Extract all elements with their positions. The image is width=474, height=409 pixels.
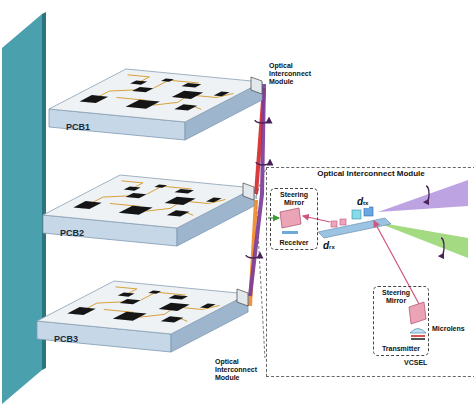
chip	[113, 312, 147, 321]
part-label: Microlens	[431, 325, 466, 333]
polarization-swirl	[256, 162, 270, 165]
module-label: Optical Interconnect Module	[268, 62, 320, 86]
chip	[67, 307, 95, 315]
spacing-label: dtx	[356, 196, 369, 208]
board-parts	[75, 75, 247, 114]
polarization-swirl	[246, 255, 260, 258]
board-top	[37, 281, 248, 334]
pink-cube	[340, 219, 346, 225]
transmitter-box: Steering MirrorTransmitter	[373, 286, 429, 356]
chip	[174, 104, 197, 110]
board-parts	[63, 287, 233, 326]
module-inset: Optical Interconnect ModuleSteering Mirr…	[266, 167, 474, 377]
chip	[132, 87, 153, 92]
interconnect-module	[251, 77, 262, 94]
board-trace	[190, 197, 226, 204]
receiver-box: Steering MirrorReceiver	[270, 188, 318, 250]
polarization-swirl	[426, 186, 429, 202]
chip	[159, 303, 190, 311]
purple-beam	[378, 180, 468, 212]
pcb-board: PCB3	[34, 276, 250, 354]
interconnect-module	[243, 183, 254, 200]
board-top	[49, 69, 262, 122]
module-label: Optical Interconnect Module	[214, 358, 266, 382]
chip	[172, 91, 203, 99]
chip	[167, 210, 190, 216]
block-label: Transmitter	[382, 345, 420, 353]
chip	[182, 83, 202, 88]
chip	[165, 197, 196, 205]
chip	[126, 193, 147, 198]
blue-cube	[364, 207, 373, 216]
chip	[168, 295, 188, 300]
polarization-swirl	[441, 238, 444, 256]
part-label: Steering Mirror	[274, 191, 314, 206]
emitted-ray	[374, 221, 419, 304]
chip	[161, 316, 184, 322]
board-top	[43, 175, 254, 228]
transmitter-mirror	[409, 302, 426, 324]
chip	[214, 91, 230, 96]
pcb-board: PCB2	[40, 170, 256, 248]
spacing-label: drx	[322, 240, 336, 252]
chip	[200, 303, 216, 308]
chip	[73, 201, 101, 209]
board-label: PCB2	[60, 229, 84, 238]
block-label: Receiver	[279, 239, 308, 247]
chip	[161, 78, 174, 81]
reflected-ray	[303, 216, 330, 222]
chip	[118, 292, 135, 296]
interconnect-module	[237, 289, 248, 306]
green-beam	[376, 222, 468, 258]
chip	[148, 290, 161, 293]
photodetector	[282, 231, 298, 234]
vcsel-base	[411, 338, 425, 340]
chip	[119, 206, 153, 215]
chip	[124, 186, 141, 190]
pink-cube	[331, 221, 337, 227]
chip	[120, 299, 141, 304]
chip	[154, 184, 167, 187]
part-label: Steering Mirror	[376, 289, 416, 304]
vcsel-die	[411, 335, 425, 337]
microlens	[410, 329, 426, 334]
optical-bench	[318, 218, 391, 238]
cyan-cube	[352, 210, 361, 219]
inset-title: Optical Interconnect Module	[267, 170, 474, 179]
chip	[126, 100, 160, 109]
receiver-mirror	[280, 208, 301, 228]
chip	[130, 80, 147, 84]
board-label: PCB3	[54, 335, 78, 344]
chip	[206, 197, 222, 202]
pcb-board: PCB1	[46, 64, 264, 142]
board-parts	[69, 181, 239, 220]
inset-ground	[266, 167, 470, 377]
polarization-swirl	[255, 120, 269, 123]
backplane-panel	[2, 14, 42, 404]
board-trace	[197, 91, 233, 98]
part-label: VCSEL	[403, 359, 428, 367]
board-label: PCB1	[66, 123, 90, 132]
chip	[80, 95, 109, 103]
board-trace	[184, 303, 220, 310]
chip	[174, 189, 194, 194]
